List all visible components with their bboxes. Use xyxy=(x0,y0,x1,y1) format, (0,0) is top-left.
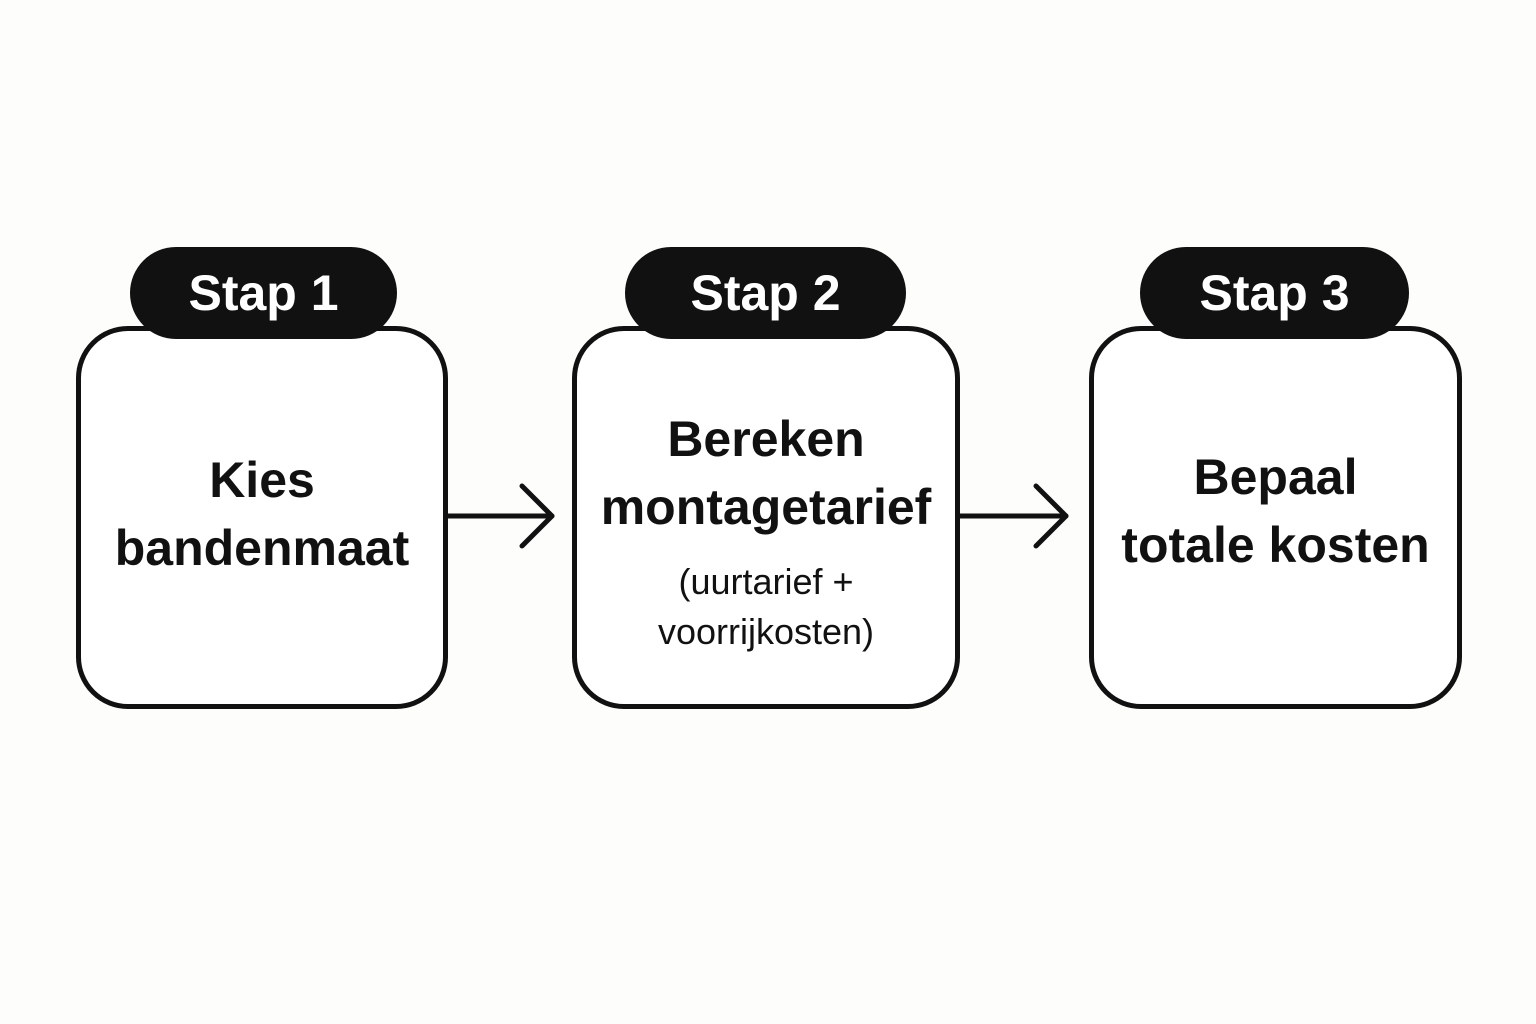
step-2-title: Bereken montagetarief xyxy=(572,405,960,541)
arrow-right-icon xyxy=(957,483,1069,549)
step-3-title-line-2: totale kosten xyxy=(1121,517,1430,573)
step-2-detail: (uurtarief + voorrijkosten) xyxy=(572,557,960,657)
step-2-title-line-2: montagetarief xyxy=(600,479,932,535)
step-1-title-line-2: bandenmaat xyxy=(114,520,410,576)
step-3-title-line-1: Bepaal xyxy=(1193,449,1358,505)
step-3-title: Bepaal totale kosten xyxy=(1089,443,1462,579)
step-1-badge: Stap 1 xyxy=(130,247,397,339)
arrow-right-icon xyxy=(445,483,555,549)
step-2-box xyxy=(572,326,960,709)
step-2-badge: Stap 2 xyxy=(625,247,906,339)
step-2-detail-line-2: voorrijkosten) xyxy=(657,611,875,652)
step-1-title: Kies bandenmaat xyxy=(76,446,448,582)
step-2-detail-line-1: (uurtarief + xyxy=(678,561,854,602)
step-1-title-line-1: Kies xyxy=(209,452,315,508)
step-2-title-line-1: Bereken xyxy=(667,411,865,467)
step-3-badge: Stap 3 xyxy=(1140,247,1409,339)
